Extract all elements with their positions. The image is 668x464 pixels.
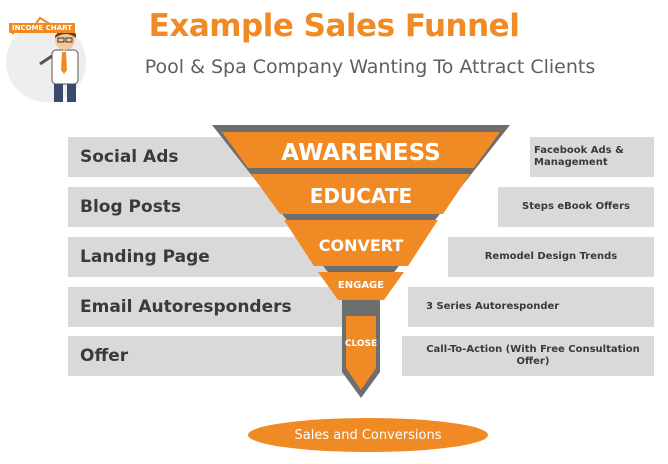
- page-subtitle: Pool & Spa Company Wanting To Attract Cl…: [144, 56, 596, 78]
- stage-engage-band: [318, 272, 404, 300]
- channel-label: Social Ads: [80, 147, 179, 167]
- sales-conversions-ellipse: Sales and Conversions: [248, 418, 488, 452]
- tactic-label: 3 Series Autoresponder: [426, 301, 560, 312]
- tactic-label: Remodel Design Trends: [484, 251, 618, 262]
- stage-label-awareness: AWARENESS: [281, 140, 440, 166]
- logo: INCOME CHART: [4, 4, 96, 108]
- stage-label-convert: CONVERT: [319, 236, 404, 255]
- channel-email-autoresponders: Email Autoresponders: [68, 287, 350, 327]
- tactic-autoresponder: 3 Series Autoresponder: [408, 287, 654, 327]
- tactic-facebook-ads: Facebook Ads & Management: [530, 137, 654, 177]
- tactic-label: Facebook Ads & Management: [534, 145, 624, 168]
- channel-label: Offer: [80, 346, 129, 366]
- channel-label: Blog Posts: [80, 197, 182, 217]
- tactic-call-to-action: Call-To-Action (With Free Consultation O…: [402, 336, 654, 376]
- stage-label-close: CLOSE: [345, 339, 377, 349]
- channel-offer: Offer: [68, 336, 350, 376]
- stage-convert-band: [284, 220, 438, 266]
- channel-label: Landing Page: [80, 247, 210, 267]
- logo-text: INCOME CHART: [9, 23, 75, 33]
- stage-label-engage: ENGAGE: [338, 280, 384, 291]
- page-title: Example Sales Funnel: [148, 8, 520, 44]
- stage-educate-band: [251, 174, 470, 214]
- stage-awareness-band: [222, 132, 500, 168]
- tactic-label: Steps eBook Offers: [522, 201, 630, 212]
- tactic-ebook-offers: Steps eBook Offers: [498, 187, 654, 227]
- channel-label: Email Autoresponders: [80, 297, 292, 317]
- logo-illustration: [6, 16, 86, 102]
- stage-close-band: [346, 316, 376, 390]
- outcome-label: Sales and Conversions: [294, 427, 442, 443]
- tactic-label: Call-To-Action (With Free Consultation O…: [426, 344, 640, 367]
- stage-label-educate: EDUCATE: [310, 184, 412, 208]
- tactic-remodel-design: Remodel Design Trends: [448, 237, 654, 277]
